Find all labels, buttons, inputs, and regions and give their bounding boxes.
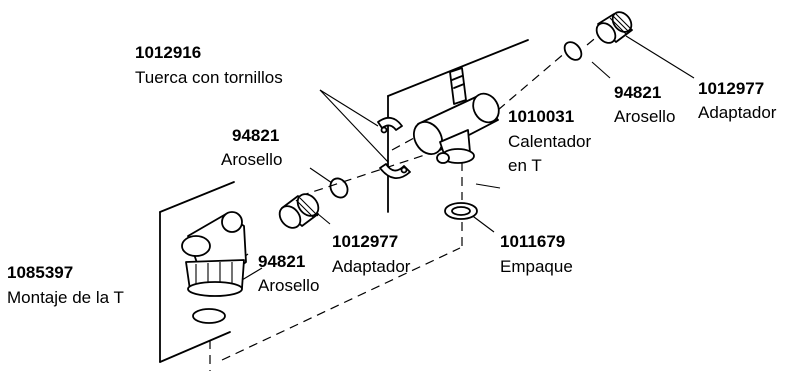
nut-with-screws-part <box>377 116 411 179</box>
o-ring-right-name: Arosello <box>614 107 676 126</box>
heater-name-line2: en T <box>508 156 542 175</box>
o-ring-right-number: 94821 <box>614 83 662 102</box>
upper-mounting-panel <box>387 39 529 213</box>
o-ring-left-number: 94821 <box>232 126 280 145</box>
adapter-middle-number: 1012977 <box>332 232 399 251</box>
heater-tee-part <box>412 67 500 164</box>
nut-part-name: Tuerca con tornillos <box>135 68 283 87</box>
adapter-part-middle <box>278 193 320 229</box>
lower-mounting-panel <box>159 181 235 363</box>
nut-part-number: 1012916 <box>135 43 202 62</box>
o-ring-bottom-name: Arosello <box>258 276 320 295</box>
heater-name-line1: Calentador <box>508 132 592 151</box>
o-ring-left-name: Arosello <box>221 150 283 169</box>
o-ring-bottom <box>192 308 226 324</box>
tee-assembly-part <box>181 211 247 297</box>
adapter-right-name: Adaptador <box>698 103 777 122</box>
heater-number: 1010031 <box>508 107 575 126</box>
gasket-name: Empaque <box>500 257 573 276</box>
adapter-middle-name: Adaptador <box>332 257 411 276</box>
tee-assembly-name: Montaje de la T <box>7 288 124 307</box>
o-ring-bottom-number: 94821 <box>258 252 306 271</box>
o-ring-right <box>563 41 583 61</box>
tee-assembly-number: 1085397 <box>7 263 74 282</box>
adapter-part-right <box>595 11 633 44</box>
gasket-part <box>444 202 478 220</box>
leader-lines <box>239 35 695 281</box>
adapter-right-number: 1012977 <box>698 79 765 98</box>
o-ring-left <box>329 177 349 199</box>
gasket-number: 1011679 <box>500 232 566 251</box>
